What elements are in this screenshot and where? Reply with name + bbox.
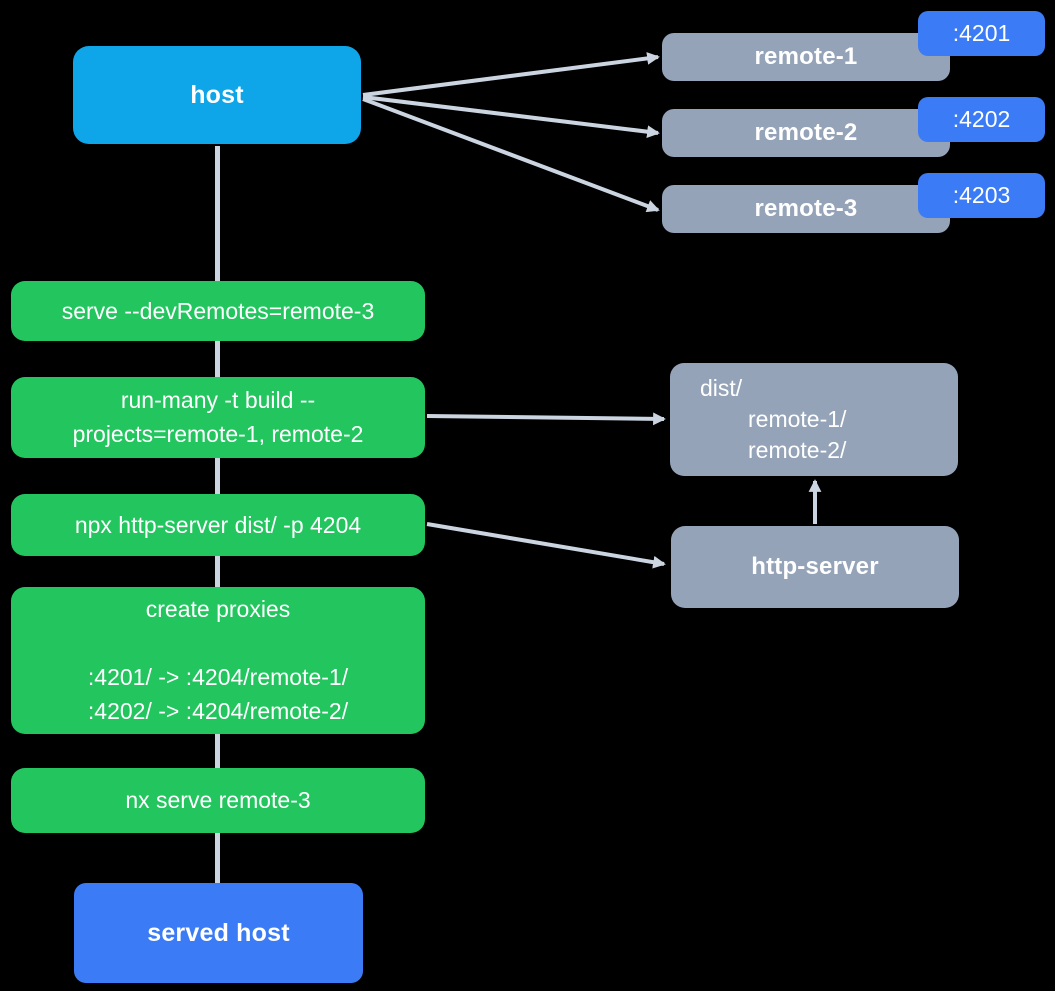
port-4203-label: :4203: [952, 182, 1011, 208]
command-text: nx serve remote-3: [125, 787, 311, 813]
host-label: host: [190, 80, 244, 109]
http-server-label: http-server: [751, 553, 879, 580]
port-badge-4203: :4203: [918, 173, 1045, 218]
command-text: projects=remote-1, remote-2: [72, 421, 364, 447]
remote-3-label: remote-3: [754, 195, 858, 222]
node-remote-2: remote-2: [662, 109, 950, 157]
port-badge-4202: :4202: [918, 97, 1045, 142]
command-text: run-many -t build --: [120, 387, 316, 413]
command-text: serve --devRemotes=remote-3: [61, 297, 375, 324]
node-host: host: [73, 46, 361, 144]
port-4202-label: :4202: [952, 106, 1011, 132]
command-nx-serve-remote-3: nx serve remote-3: [11, 768, 425, 833]
arrow-npx-to-http-server: [426, 522, 666, 569]
served-host-label: served host: [147, 918, 290, 947]
command-serve-dev-remotes: serve --devRemotes=remote-3: [11, 281, 425, 341]
proxy-rule-2: :4202/ -> :4204/remote-2/: [87, 698, 349, 724]
command-text: npx http-server dist/ -p 4204: [74, 511, 362, 538]
proxy-rule-1: :4201/ -> :4204/remote-1/: [87, 664, 349, 690]
command-npx-http-server: npx http-server dist/ -p 4204: [11, 494, 425, 556]
node-remote-1: remote-1: [662, 33, 950, 81]
remote-2-label: remote-2: [754, 119, 858, 146]
command-create-proxies: create proxies :4201/ -> :4204/remote-1/…: [11, 587, 425, 734]
dist-remote-1-label: remote-1/: [748, 406, 847, 432]
node-dist-folder: dist/ remote-1/ remote-2/: [670, 363, 958, 476]
port-badge-4201: :4201: [918, 11, 1045, 56]
node-served-host: served host: [74, 883, 363, 983]
arrow-host-to-remote-1: [362, 52, 660, 97]
node-remote-3: remote-3: [662, 185, 950, 233]
port-4201-label: :4201: [952, 20, 1011, 46]
node-http-server: http-server: [671, 526, 959, 608]
command-run-many-build: run-many -t build -- projects=remote-1, …: [11, 377, 425, 458]
arrow-host-to-remote-2: [362, 95, 660, 139]
dist-remote-2-label: remote-2/: [748, 437, 847, 463]
command-text: create proxies: [145, 596, 291, 622]
arrow-host-to-remote-3: [362, 97, 660, 213]
remote-1-label: remote-1: [754, 43, 858, 70]
dist-root-label: dist/: [700, 375, 743, 401]
arrow-build-to-dist: [426, 412, 666, 426]
